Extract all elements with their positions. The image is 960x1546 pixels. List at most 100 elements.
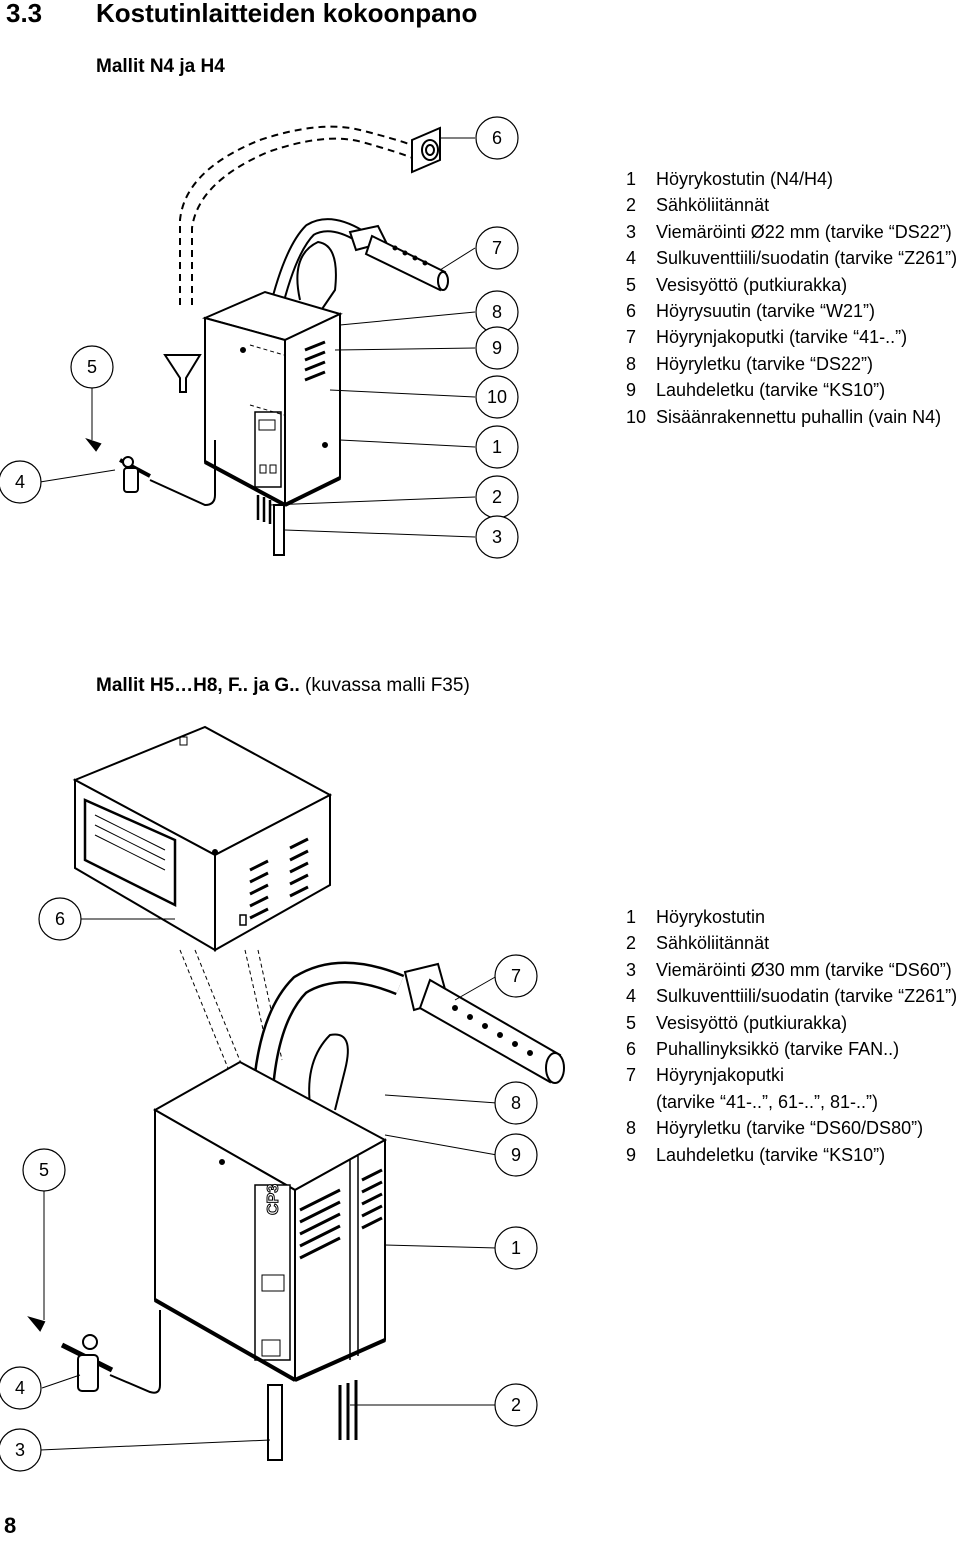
fig2-callout-2: 2 xyxy=(511,1395,521,1415)
fig1-callout-8: 8 xyxy=(492,302,502,322)
legend-text: Sulkuventtiili/suodatin (tarvike “Z261”) xyxy=(656,986,958,1007)
fig1-callout-10: 10 xyxy=(487,387,507,407)
fig2-fan-unit xyxy=(72,725,333,952)
fig1-funnel xyxy=(163,354,202,393)
fig1-dashed-hose xyxy=(179,125,421,305)
fig1-condensate-hose xyxy=(296,240,337,313)
figure2-heading-normal: (kuvassa malli F35) xyxy=(299,675,470,696)
fig1-dashed-hose-2 xyxy=(191,137,419,305)
legend-item: 9 Lauhdeletku (tarvike “KS10”) xyxy=(626,1142,957,1168)
fig1-callout-2: 2 xyxy=(492,487,502,507)
section-title: Kostutinlaitteiden kokoonpano xyxy=(96,0,478,28)
figure2-diagram: CP3 6 7 8 9 1 5 4 2 3 xyxy=(0,725,565,1472)
legend-text: Puhallinyksikkö (tarvike FAN..) xyxy=(656,1039,900,1060)
legend-item: 5 Vesisyöttö (putkiurakka) xyxy=(626,1010,957,1036)
fig1-callout-9: 9 xyxy=(492,338,502,358)
legend-number: 10 xyxy=(626,406,647,427)
fig1-callout-7: 7 xyxy=(492,238,502,258)
legend-item: 1 Höyrykostutin (N4/H4) xyxy=(626,166,957,192)
figure2-heading-bold: Mallit H5…H8, F.. ja G.. xyxy=(96,675,300,696)
legend-item: 6 Höyrysuutin (tarvike “W21”) xyxy=(626,298,957,324)
fig1-callout-5: 5 xyxy=(87,357,97,377)
legend-number: 3 xyxy=(626,221,637,242)
legend-item: 2 Sähköliitännät xyxy=(626,192,957,218)
legend-item: 2 Sähköliitännät xyxy=(626,930,957,956)
legend-number: 7 xyxy=(626,327,637,348)
fig1-callout-4: 4 xyxy=(15,472,25,492)
legend-number: 9 xyxy=(626,1144,637,1165)
legend-item: 9 Lauhdeletku (tarvike “KS10”) xyxy=(626,377,957,403)
fig2-distributor-pipe xyxy=(403,962,565,1084)
fig2-dashed-lines xyxy=(179,949,283,1111)
legend-text: Sisäänrakennettu puhallin (vain N4) xyxy=(656,406,942,427)
legend-number: 2 xyxy=(626,933,637,954)
fig1-nozzle xyxy=(411,126,441,174)
legend-number: 9 xyxy=(626,380,637,401)
legend-number: 1 xyxy=(626,907,637,927)
fig2-cabinet xyxy=(152,1060,388,1461)
legend-text: Lauhdeletku (tarvike “KS10”) xyxy=(656,380,886,401)
legend-number: 6 xyxy=(626,301,637,322)
legend-text: Höyrykostutin (N4/H4) xyxy=(656,169,834,189)
legend-number: 7 xyxy=(626,1065,637,1086)
legend-number: 4 xyxy=(626,248,637,269)
legend-item: 4 Sulkuventtiili/suodatin (tarvike “Z261”… xyxy=(626,245,957,271)
fig2-callout-4: 4 xyxy=(15,1378,25,1398)
fig2-condensate-hose xyxy=(308,1033,349,1111)
fig2-callout-8: 8 xyxy=(511,1093,521,1113)
fig1-water-supply xyxy=(85,437,216,507)
legend-number: 6 xyxy=(626,1039,637,1060)
legend-text: Höyrysuutin (tarvike “W21”) xyxy=(656,301,876,322)
legend-number: 2 xyxy=(626,195,637,216)
fig2-callout-circles xyxy=(0,897,538,1472)
fig2-callout-5: 5 xyxy=(39,1160,49,1180)
legend-text: Höyrykostutin xyxy=(656,907,766,927)
legend-text: Viemäröinti Ø22 mm (tarvike “DS22”) xyxy=(656,221,952,242)
legend-text: Höyryletku (tarvike “DS60/DS80”) xyxy=(656,1118,924,1139)
legend-number: 3 xyxy=(626,959,637,980)
legend-text: Sulkuventtiili/suodatin (tarvike “Z261”) xyxy=(656,248,958,269)
legend-text: Höyrynjakoputki (tarvike “41-..”) xyxy=(656,327,908,348)
fig1-distributor-pipe xyxy=(348,224,449,292)
fig2-callout-6: 6 xyxy=(55,909,65,929)
fig1-callout-3: 3 xyxy=(492,527,502,547)
legend-item: 1 Höyrykostutin xyxy=(626,904,957,930)
legend-number: 5 xyxy=(626,1012,637,1033)
legend-item: 3 Viemäröinti Ø22 mm (tarvike “DS22”) xyxy=(626,219,957,245)
legend-item: 8 Höyryletku (tarvike “DS22”) xyxy=(626,351,957,377)
page-number: 8 xyxy=(4,1513,17,1538)
legend-item: 10 Sisäänrakennettu puhallin (vain N4) xyxy=(626,404,957,430)
legend-text: Sähköliitännät xyxy=(656,195,770,216)
fig2-callout-1: 1 xyxy=(511,1238,521,1258)
fig1-callout-lines xyxy=(39,137,476,538)
legend-number: 1 xyxy=(626,169,637,189)
fig2-callout-lines xyxy=(39,918,498,1451)
figure1-diagram: 6 7 8 9 10 1 2 3 5 4 xyxy=(0,116,519,559)
legend-text: Vesisyöttö (putkiurakka) xyxy=(656,274,848,295)
fig1-cabinet xyxy=(201,290,343,556)
fig2-device-label: CP3 xyxy=(265,1184,282,1215)
fig1-callout-labels: 6 7 8 9 10 1 2 3 5 4 xyxy=(15,128,507,547)
fig2-callout-labels: 6 7 8 9 1 5 4 2 3 xyxy=(15,909,521,1460)
legend-text: Lauhdeletku (tarvike “KS10”) xyxy=(656,1144,886,1165)
figure1-legend: 1 Höyrykostutin (N4/H4) 2 Sähköliitännät 3… xyxy=(626,166,957,430)
legend-text: Vesisyöttö (putkiurakka) xyxy=(656,1012,848,1033)
fig2-callout-7: 7 xyxy=(511,966,521,986)
fig2-callout-3: 3 xyxy=(15,1440,25,1460)
legend-item: 7 Höyrynjakoputki xyxy=(626,1062,957,1088)
fig2-callout-9: 9 xyxy=(511,1145,521,1165)
legend-number: 8 xyxy=(626,353,637,374)
fig1-callout-6: 6 xyxy=(492,128,502,148)
figure2-heading: Mallit H5…H8, F.. ja G.. (kuvassa malli … xyxy=(96,675,470,697)
legend-text: Höyrynjakoputki xyxy=(656,1065,785,1086)
legend-text: Höyryletku (tarvike “DS22”) xyxy=(656,353,874,374)
fig1-callout-1: 1 xyxy=(492,437,502,457)
figure1-heading: Mallit N4 ja H4 xyxy=(96,56,225,77)
legend-number: 8 xyxy=(626,1118,637,1139)
legend-item: 7 Höyrynjakoputki (tarvike “41-..”) xyxy=(626,324,957,350)
legend-text: Sähköliitännät xyxy=(656,933,770,954)
